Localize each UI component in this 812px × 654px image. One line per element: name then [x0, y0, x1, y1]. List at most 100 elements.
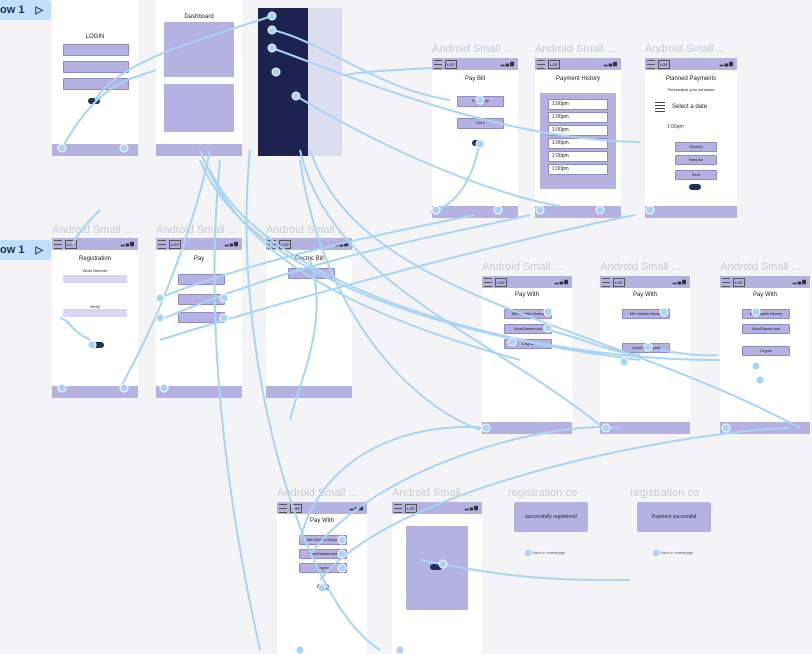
confirm-toggle[interactable]	[689, 184, 701, 190]
menu-icon[interactable]	[647, 60, 655, 69]
pay-with-mobile-money[interactable]: Mtn Mobile Money	[299, 535, 347, 545]
meter-number-field[interactable]	[288, 268, 335, 279]
planned-payments-screen[interactable]: LGF▂▄▆ Planned Payments Personalize your…	[645, 58, 737, 218]
history-row[interactable]: 1:00pm	[548, 164, 608, 175]
menu-icon[interactable]	[158, 240, 166, 249]
status-bar: LGF▂▄▆	[600, 276, 690, 288]
pay-with-mobile-money[interactable]: Mtn Mobile Money	[622, 309, 670, 319]
pay-option[interactable]	[178, 294, 225, 305]
calendar-icon[interactable]	[655, 102, 665, 112]
pay-with-visa[interactable]: Visa/Mastercard	[504, 324, 552, 334]
pay-option[interactable]	[178, 274, 225, 285]
otp-field[interactable]	[63, 309, 127, 317]
planned-item-rent[interactable]: Rent	[675, 170, 717, 180]
menu-icon[interactable]	[722, 278, 730, 287]
pay-with-screen[interactable]: LGF▂▄▆ Pay With Mtn Mobile Money Visa/Ma…	[277, 502, 367, 654]
frame-title: Android Small ...	[645, 43, 726, 55]
menu-icon[interactable]	[279, 504, 287, 513]
password-field[interactable]	[63, 61, 129, 73]
frame-title: Android Small ...	[266, 224, 347, 236]
dashboard-screen[interactable]: Dashboard	[156, 0, 242, 156]
dashboard-card[interactable]	[164, 22, 234, 77]
status-bar: LGF▂▄▆	[392, 502, 482, 514]
logo-icon: LGF	[548, 60, 560, 69]
menu-icon[interactable]	[394, 504, 402, 513]
menu-icon[interactable]	[537, 60, 545, 69]
pay-bill-screen[interactable]: LGF▂▄▆ Pay Bill Electricity Rent	[432, 58, 518, 218]
flow-starting-point-2[interactable]: ow 1 ▷	[0, 240, 52, 260]
back-home-link[interactable]: Back to homepage	[660, 550, 694, 555]
menu-icon[interactable]	[268, 240, 276, 249]
signal-icon: ▂▄▆	[464, 505, 479, 511]
logo-icon: LGF	[279, 240, 291, 249]
electric-bill-screen[interactable]: LGF▂▄▆ Electric Bill	[266, 238, 352, 398]
username-field[interactable]	[63, 44, 129, 56]
screen-title: LOGIN	[85, 34, 105, 40]
history-row[interactable]: 1:00pm	[548, 138, 608, 149]
confirm-toggle[interactable]	[430, 564, 442, 570]
payment-history-screen[interactable]: LGF ▂▄▆ Payment History 1:00pm 1:00pm 1:0…	[535, 58, 621, 218]
pay-with-screen[interactable]: LGF▂▄▆ Pay With Mtn Mobile Money Visa/Ma…	[482, 276, 572, 434]
play-icon[interactable]: ▷	[35, 245, 44, 256]
dashboard-card[interactable]	[164, 84, 234, 132]
pay-screen[interactable]: LGF▂▄▆ Pay	[156, 238, 242, 398]
history-row[interactable]: 1:00pm	[548, 99, 608, 110]
login-button[interactable]	[63, 78, 129, 90]
pay-option[interactable]	[178, 312, 225, 323]
planned-item-electric[interactable]: Electric	[675, 142, 717, 152]
history-row[interactable]: 1:00pm	[548, 112, 608, 123]
screen-title: Payment History	[555, 76, 600, 82]
status-bar: LGF ▂▄▆	[720, 276, 810, 288]
login-screen[interactable]: LOGIN	[52, 0, 138, 156]
frame-title: registration co	[508, 487, 578, 499]
menu-icon[interactable]	[434, 60, 442, 69]
pay-with-mobile-money[interactable]: Mtn Mobile Money	[504, 309, 552, 319]
field-label: Work Number	[82, 268, 108, 273]
confirm-toggle[interactable]	[317, 584, 329, 590]
logo-icon: LGF	[658, 60, 670, 69]
pay-with-mobile-money[interactable]: Mtn Mobile Money	[742, 309, 790, 319]
signal-icon: ▂▄▆	[792, 279, 807, 285]
flow-starting-point-1[interactable]: ow 1 ▷	[0, 0, 52, 20]
status-bar: LGF▂▄▆	[482, 276, 572, 288]
pay-with-crypto[interactable]: Crypto	[504, 339, 552, 349]
screen-title: Pay With	[514, 292, 539, 298]
menu-icon[interactable]	[484, 278, 492, 287]
pay-with-crypto[interactable]: Crypto	[299, 563, 347, 573]
nav-bar	[645, 206, 737, 218]
pay-with-visa[interactable]: Visa/Mastercard	[742, 324, 790, 334]
pay-with-screen[interactable]: LGF▂▄▆ Pay With Mtn Mobile Money Visa/Ma…	[600, 276, 690, 434]
side-menu-screen[interactable]	[258, 8, 308, 156]
status-bar: LGF▂▄▆	[156, 238, 242, 250]
pay-with-crypto[interactable]: Crypto	[742, 346, 790, 356]
history-row[interactable]: 1:00pm	[548, 125, 608, 136]
confirm-screen[interactable]: LGF▂▄▆	[392, 502, 482, 654]
play-icon[interactable]: ▷	[35, 5, 44, 16]
submit-toggle[interactable]	[92, 342, 104, 348]
menu-icon[interactable]	[602, 278, 610, 287]
bill-option-electricity[interactable]: Electricity	[457, 96, 504, 107]
menu-icon[interactable]	[54, 240, 62, 249]
nav-bar	[482, 422, 572, 434]
logo-icon: LGF	[169, 240, 181, 249]
history-row[interactable]: 1:00pm	[548, 151, 608, 162]
signal-icon: ▂▄▆	[603, 61, 618, 67]
confirm-toggle[interactable]	[472, 140, 484, 146]
registration-success-card: successfully registered!	[514, 502, 588, 532]
registration-screen[interactable]: LGF▂▄▆ Registration Work Number Verify	[52, 238, 138, 398]
remember-toggle[interactable]	[88, 98, 100, 104]
connection-line	[344, 67, 433, 76]
phone-number-field[interactable]	[63, 275, 127, 283]
logo-icon: LGF	[65, 240, 77, 249]
frame-title: Android Small ...	[52, 224, 133, 236]
bill-option-rent[interactable]: Rent	[457, 118, 504, 129]
back-home-link[interactable]: Back to homepage	[532, 550, 566, 555]
logo-icon: LGF	[733, 278, 745, 287]
pay-with-screen[interactable]: LGF▂▄▆ Pay With Mtn Mobile Money Visa/Ma…	[720, 276, 810, 434]
pay-with-visa[interactable]: Visa/Mastercard	[299, 549, 347, 559]
pay-with-visa[interactable]: Visa/Mastercard	[622, 343, 670, 353]
status-bar: LGF▂▄▆	[432, 58, 518, 70]
planned-item-rent-as[interactable]: Rent/As	[675, 155, 717, 165]
nav-bar	[535, 206, 621, 218]
